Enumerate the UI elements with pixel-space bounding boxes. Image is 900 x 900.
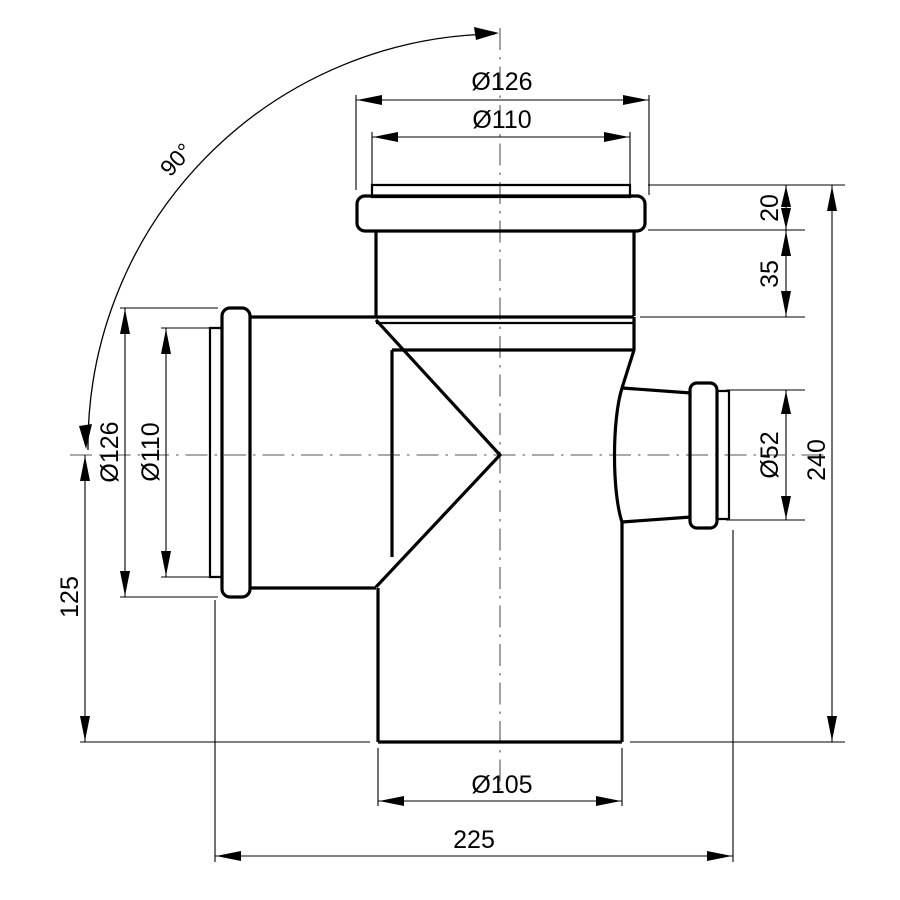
arrow-bottom	[80, 716, 90, 741]
arrow-left	[357, 95, 382, 105]
arrow-bottom	[781, 208, 791, 229]
top-socket-collar	[355, 194, 647, 233]
arrow-bottom	[120, 571, 130, 596]
arrow-left	[216, 851, 241, 861]
left-socket-collar	[220, 306, 252, 599]
right-branch-throat	[612, 387, 624, 523]
right-branch-lip	[715, 389, 731, 521]
dim-label: Ø105	[471, 771, 532, 799]
right-branch-top-wall	[621, 386, 692, 395]
dim-label: Ø110	[137, 422, 165, 481]
dim-label: Ø126	[96, 421, 124, 482]
arrow-bottom	[827, 716, 837, 741]
dim-overall-height: 240	[630, 184, 845, 743]
arrow-top	[827, 186, 837, 211]
arrow-bottom	[781, 291, 791, 316]
dim-label: Ø52	[756, 431, 784, 478]
arrow-top	[781, 391, 791, 414]
arrow-top	[161, 329, 171, 354]
arrow-top	[781, 231, 791, 256]
dim-overall-width: 225	[214, 530, 734, 862]
dim-left-outer-diameter: Ø126	[96, 307, 218, 598]
dim-top-outer-diameter: Ø126	[355, 68, 650, 195]
dim-label: Ø110	[472, 106, 531, 134]
arrow-right	[707, 851, 732, 861]
left-socket-lip	[208, 326, 224, 579]
angle-label: 90°	[155, 138, 198, 181]
arrow-right	[623, 95, 648, 105]
angle-arc-group: 90°	[79, 27, 499, 451]
dim-label: 35	[756, 260, 784, 288]
dim-label: 240	[803, 439, 831, 481]
arrow-top	[781, 186, 791, 207]
dim-label: Ø126	[471, 68, 532, 96]
arrow-top	[80, 456, 90, 481]
fitting-body	[208, 183, 731, 744]
centerlines	[70, 28, 830, 790]
dim-left-inner-diameter: Ø110	[137, 327, 218, 578]
top-socket-barrel	[374, 231, 636, 316]
dim-socket-height: 35	[640, 230, 805, 318]
right-branch-bottom-wall	[621, 515, 692, 524]
dim-label: 125	[56, 576, 84, 618]
arc-arrow-top	[474, 27, 499, 40]
dim-label: 225	[453, 826, 495, 854]
dim-top-inner-diameter: Ø110	[371, 106, 631, 190]
dim-lip-height: 20	[648, 184, 805, 231]
internal-cone	[374, 318, 503, 589]
arrow-top	[120, 309, 130, 334]
arrow-left	[379, 796, 404, 806]
arrow-right	[604, 132, 629, 142]
angle-arc	[87, 33, 496, 451]
right-main-body-wall	[620, 317, 636, 389]
dim-bottom-diameter: Ø105	[377, 748, 623, 806]
dim-label: 20	[756, 194, 784, 222]
arrow-right	[596, 796, 621, 806]
arrow-bottom	[161, 551, 171, 576]
arrow-left	[373, 132, 398, 142]
dim-center-to-bottom: 125	[56, 455, 370, 743]
dim-branch-diameter: Ø52	[726, 389, 805, 521]
arrow-bottom	[781, 496, 791, 519]
arc-arrow-bottom	[79, 424, 92, 449]
